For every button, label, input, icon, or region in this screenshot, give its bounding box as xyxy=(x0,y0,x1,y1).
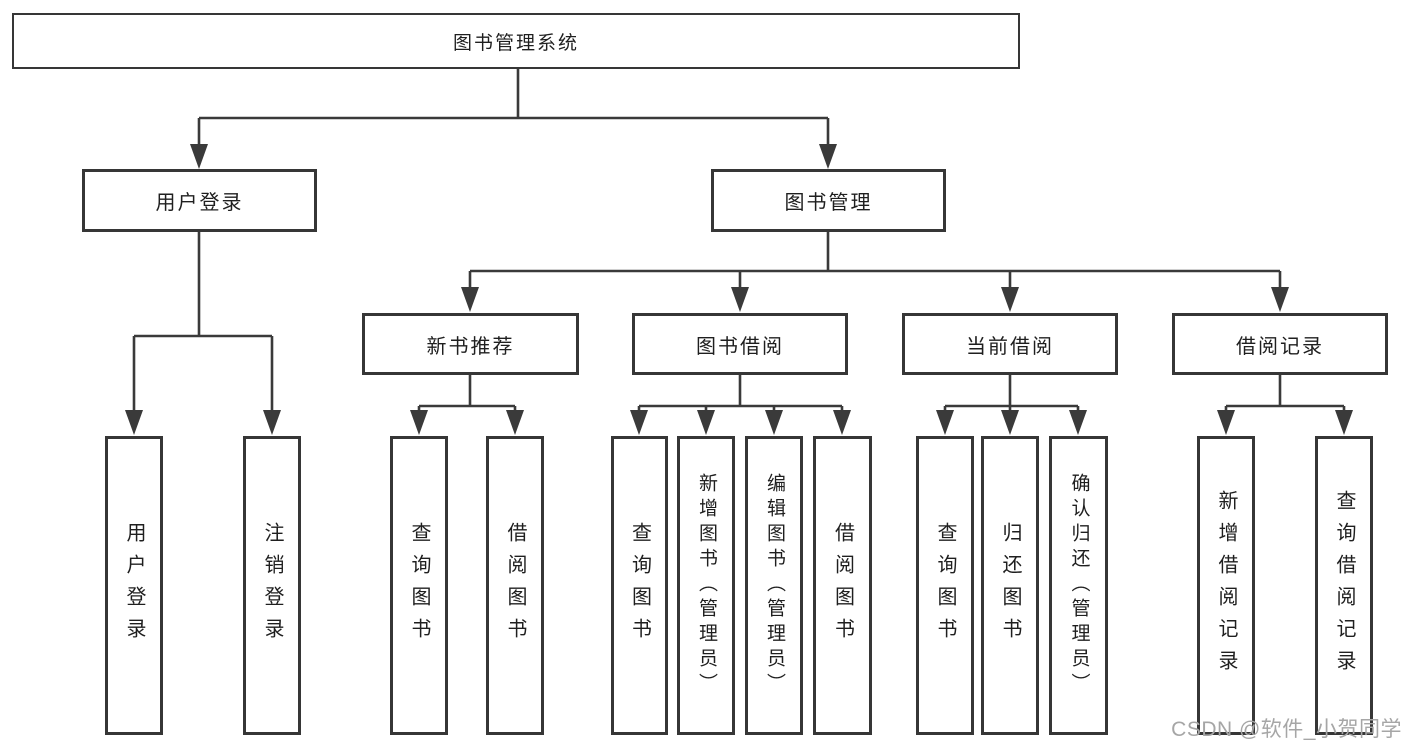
arrow-icon xyxy=(125,410,143,435)
node-current-borrow-label: 当前借阅 xyxy=(966,335,1054,358)
node-leaf-current-query-books: 查询图书 xyxy=(916,436,974,735)
node-leaf-recommend-borrow-books: 借阅图书 xyxy=(486,436,544,735)
connector-user-login-branch xyxy=(132,232,274,414)
arrow-icon xyxy=(819,144,837,169)
connector-new-book-branch xyxy=(417,375,517,414)
node-leaf-borrow-borrow-books: 借阅图书 xyxy=(813,436,872,735)
node-leaf-recommend-borrow-books-label: 借阅图书 xyxy=(504,521,526,650)
arrow-icon xyxy=(630,410,648,435)
arrow-icon xyxy=(833,410,851,435)
node-borrow-records: 借阅记录 xyxy=(1172,313,1388,375)
node-user-login: 用户登录 xyxy=(82,169,317,232)
connector-book-borrow-branch xyxy=(637,375,844,414)
node-root-system-label: 图书管理系统 xyxy=(452,32,579,54)
node-leaf-records-add-record: 新增借阅记录 xyxy=(1197,436,1255,735)
node-leaf-current-query-books-label: 查询图书 xyxy=(934,521,956,650)
arrow-icon xyxy=(506,410,524,435)
arrow-icon xyxy=(1001,410,1019,435)
csdn-watermark: CSDN @软件_小贺同学 xyxy=(1171,718,1402,741)
arrow-icon xyxy=(1001,287,1019,312)
node-leaf-records-query-record: 查询借阅记录 xyxy=(1315,436,1373,735)
arrow-icon xyxy=(731,287,749,312)
arrow-icon xyxy=(1069,410,1087,435)
node-user-login-label: 用户登录 xyxy=(155,192,244,214)
node-leaf-borrow-borrow-books-label: 借阅图书 xyxy=(831,521,854,650)
node-leaf-borrow-edit-books-admin: 编辑图书（管理员） xyxy=(745,436,803,735)
arrow-icon xyxy=(697,410,715,435)
arrow-icon xyxy=(1271,287,1289,312)
node-leaf-recommend-query-books-label: 查询图书 xyxy=(408,521,430,650)
node-leaf-current-return-books-label: 归还图书 xyxy=(999,521,1021,650)
connector-current-borrow-branch xyxy=(943,375,1080,414)
node-leaf-logout-label: 注销登录 xyxy=(261,521,283,650)
connector-borrow-records-branch xyxy=(1224,375,1346,414)
node-current-borrow: 当前借阅 xyxy=(902,313,1118,375)
node-leaf-current-confirm-return-admin-label: 确认归还（管理员） xyxy=(1068,473,1090,698)
node-leaf-current-return-books: 归还图书 xyxy=(981,436,1039,735)
node-leaf-current-confirm-return-admin: 确认归还（管理员） xyxy=(1049,436,1108,735)
node-leaf-records-query-record-label: 查询借阅记录 xyxy=(1333,489,1355,682)
node-leaf-user-login: 用户登录 xyxy=(105,436,163,735)
arrow-icon xyxy=(765,410,783,435)
node-leaf-logout: 注销登录 xyxy=(243,436,301,735)
node-leaf-borrow-add-books-admin: 新增图书（管理员） xyxy=(677,436,735,735)
arrow-icon xyxy=(1335,410,1353,435)
connector-book-management-branch xyxy=(468,232,1282,291)
node-book-borrow-label: 图书借阅 xyxy=(696,335,784,358)
node-borrow-records-label: 借阅记录 xyxy=(1236,335,1324,358)
node-leaf-borrow-add-books-admin-label: 新增图书（管理员） xyxy=(696,473,717,698)
node-leaf-recommend-query-books: 查询图书 xyxy=(390,436,448,735)
arrow-icon xyxy=(936,410,954,435)
node-leaf-borrow-query-books: 查询图书 xyxy=(611,436,668,735)
arrow-icon xyxy=(1217,410,1235,435)
arrow-icon xyxy=(263,410,281,435)
arrow-icon xyxy=(190,144,208,169)
arrowheads xyxy=(125,144,1353,435)
node-new-book-recommend-label: 新书推荐 xyxy=(426,335,515,358)
arrow-icon xyxy=(410,410,428,435)
node-new-book-recommend: 新书推荐 xyxy=(362,313,579,375)
connector-level1-bus xyxy=(197,116,830,148)
node-book-borrow: 图书借阅 xyxy=(632,313,848,375)
node-leaf-records-add-record-label: 新增借阅记录 xyxy=(1215,489,1237,682)
node-root-system: 图书管理系统 xyxy=(12,13,1020,69)
node-leaf-borrow-query-books-label: 查询图书 xyxy=(628,521,651,650)
node-leaf-borrow-edit-books-admin-label: 编辑图书（管理员） xyxy=(764,473,785,698)
node-book-management: 图书管理 xyxy=(711,169,946,232)
node-leaf-user-login-label: 用户登录 xyxy=(123,521,145,650)
arrow-icon xyxy=(461,287,479,312)
node-book-management-label: 图书管理 xyxy=(784,192,873,214)
